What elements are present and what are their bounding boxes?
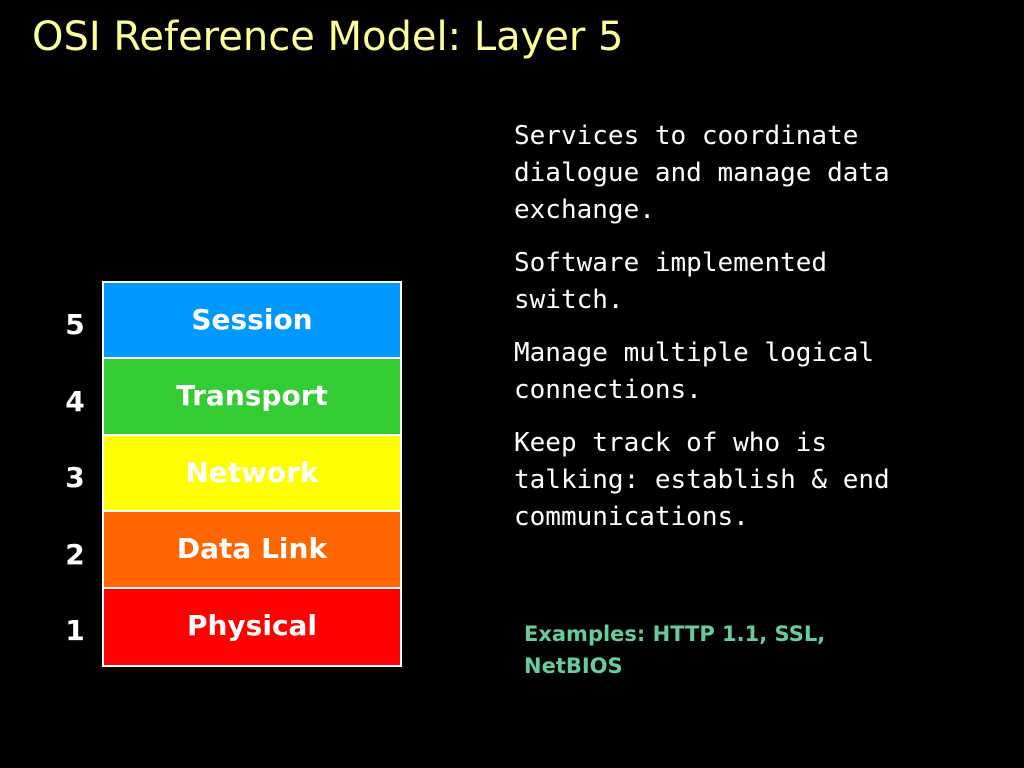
layer-description: Services to coordinate dialogue and mana… [514,118,934,552]
examples-text: Examples: HTTP 1.1, SSL, NetBIOS [524,622,826,678]
layer-number-4: 4 [65,385,85,418]
layer-session: Session [104,283,400,360]
layer-data-link: Data Link [104,512,400,589]
layer-number-5: 5 [65,308,85,341]
layer-network: Network [104,435,400,513]
layer-transport: Transport [104,359,400,436]
layer-number-1: 1 [65,614,85,647]
osi-layer-stack: Session Transport Network Data Link Phys… [102,281,402,667]
description-item: Software implemented switch. [514,248,828,315]
description-item: Keep track of who is talking: establish … [514,428,890,532]
layer-number-2: 2 [65,538,85,571]
slide-title: OSI Reference Model: Layer 5 [32,14,624,60]
description-item: Services to coordinate dialogue and mana… [514,121,890,225]
layer-number-3: 3 [65,461,85,494]
layer-physical: Physical [104,588,400,665]
description-item: Manage multiple logical connections. [514,338,875,405]
